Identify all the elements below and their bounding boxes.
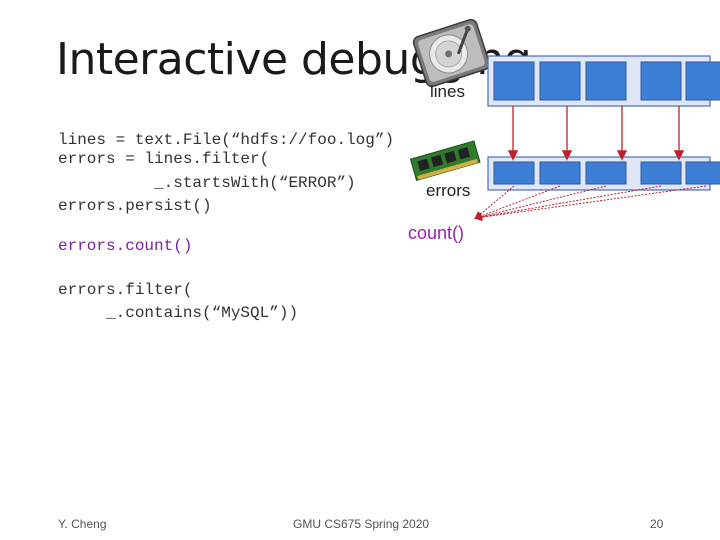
- lines-partitions: [493, 61, 720, 101]
- lines-partition-3: [585, 61, 627, 101]
- hard-drive-icon: [412, 18, 491, 88]
- errors-partitions: [493, 161, 720, 185]
- memory-chip-icon: [409, 140, 481, 181]
- code-line-2: errors = lines.filter(: [58, 150, 270, 168]
- footer-page-number: 20: [650, 517, 664, 531]
- lines-partition-1: [493, 61, 535, 101]
- errors-partition-3: [585, 161, 627, 185]
- code-line-4: errors.persist(): [58, 197, 212, 215]
- count-arrow-4: [474, 185, 662, 221]
- count-arrow-5: [474, 185, 707, 222]
- lines-partition-4: [640, 61, 682, 101]
- count-arrow-1: [474, 185, 515, 220]
- errors-partition-5: [685, 161, 720, 185]
- lines-partition-2: [539, 61, 581, 101]
- errors-partition-1: [493, 161, 535, 185]
- code-line-1: lines = text.File(“hdfs://foo.log”): [58, 131, 395, 149]
- errors-partition-4: [640, 161, 682, 185]
- footer-author: Y. Cheng: [58, 517, 107, 531]
- code-filter-line-1: errors.filter(: [58, 281, 193, 299]
- lines-label: lines: [430, 82, 465, 101]
- count-action-label: count(): [408, 223, 465, 243]
- count-arrow-3: [474, 185, 607, 221]
- filter-arrows: [507, 106, 685, 161]
- count-arrows: [474, 185, 707, 222]
- footer-course: GMU CS675 Spring 2020: [293, 517, 430, 531]
- errors-partition-2: [539, 161, 581, 185]
- lines-partition-5: [685, 61, 720, 101]
- code-filter-line-2: _.contains(“MySQL”)): [58, 304, 299, 322]
- count-arrow-2: [474, 185, 561, 220]
- errors-label: errors: [426, 181, 471, 200]
- code-count-line: errors.count(): [58, 237, 193, 255]
- code-line-3: _.startsWith(“ERROR”): [58, 174, 356, 192]
